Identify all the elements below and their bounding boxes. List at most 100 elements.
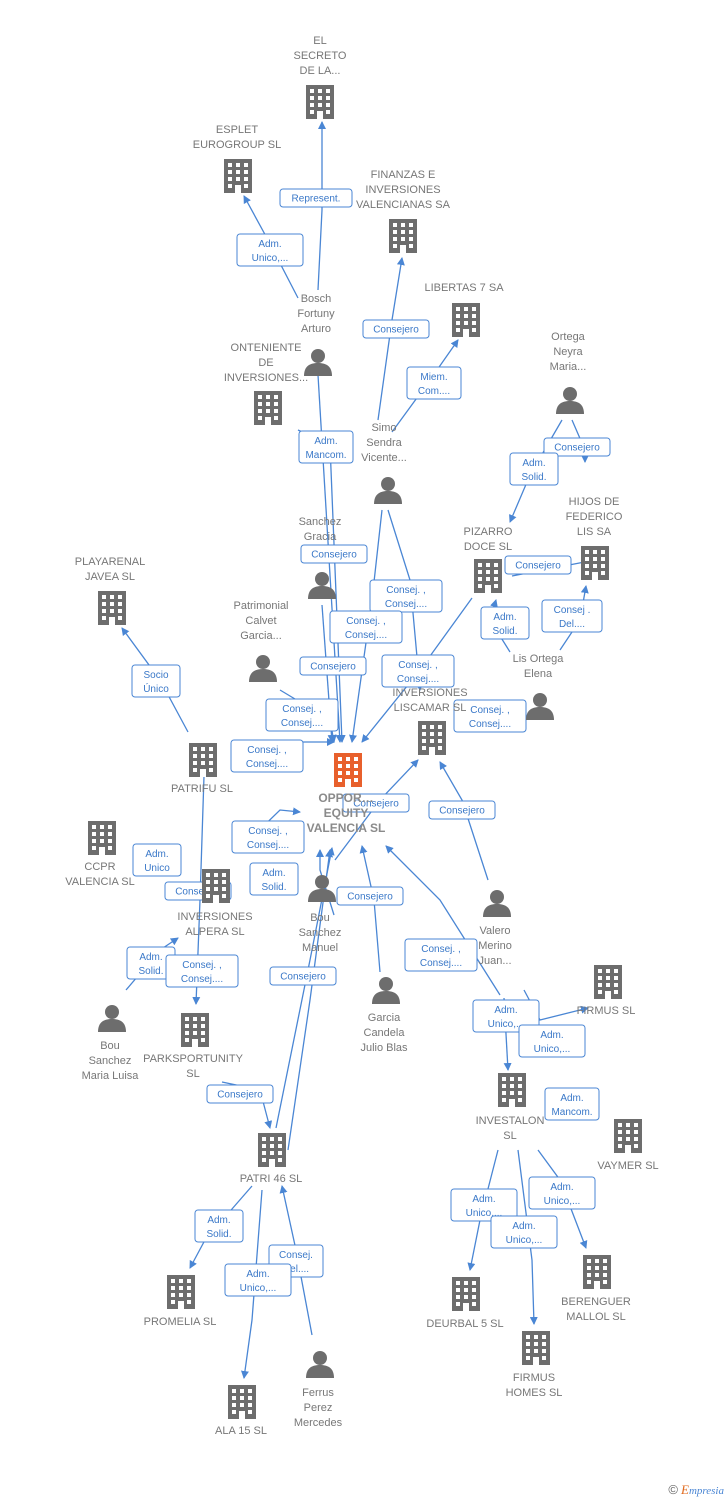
node-label: PROMELIA SL <box>144 1316 217 1328</box>
node-label: Sanchez <box>299 516 342 528</box>
node-patri46[interactable]: PATRI 46 SL <box>240 1133 303 1185</box>
node-patrifu[interactable]: PATRIFU SL <box>171 743 233 795</box>
relation-label-e6: Consejero <box>543 437 611 457</box>
relation-label-text: Consejero <box>347 892 393 903</box>
company-building-icon <box>583 1255 611 1289</box>
node-libertas[interactable]: LIBERTAS 7 SA <box>424 282 504 337</box>
person-icon <box>372 977 400 1004</box>
relation-label-e2: Adm.Unico,... <box>236 233 304 267</box>
relation-label-e16: Consej. ,Consej.... <box>265 698 339 732</box>
node-ontenient[interactable]: ONTENIENTEDEINVERSIONES... <box>224 342 308 425</box>
relation-label-text: Adm. <box>522 458 545 469</box>
node-label: Juan... <box>478 955 511 967</box>
company-building-icon <box>594 965 622 999</box>
node-label: PLAYARENAL <box>75 556 146 568</box>
node-firmus[interactable]: FIRMUS SL <box>577 965 636 1017</box>
relation-label-e20: Consejero <box>342 793 410 813</box>
node-label: VALENCIA SL <box>65 876 135 888</box>
relation-label-text: Adm. <box>493 612 516 623</box>
node-label: EQUITY <box>324 806 369 820</box>
relation-label-box <box>131 664 181 698</box>
node-label: SL <box>186 1068 199 1080</box>
edge-1 <box>317 121 326 291</box>
company-building-icon <box>522 1331 550 1365</box>
main-company-icon <box>334 753 362 787</box>
relation-label-box <box>480 606 530 640</box>
relation-label-box <box>299 656 367 676</box>
relation-label-box <box>509 452 559 486</box>
relation-label-text: Adm. <box>560 1093 583 1104</box>
node-label: DOCE SL <box>464 541 512 553</box>
relation-label-text: Adm. <box>472 1194 495 1205</box>
node-label: Bosch <box>301 293 332 305</box>
node-label: Manuel <box>302 942 338 954</box>
node-ortega[interactable]: OrtegaNeyraMaria... <box>550 331 587 414</box>
relation-label-text: Consejero <box>311 550 357 561</box>
company-building-icon <box>202 869 230 903</box>
node-label: VALENCIANAS SA <box>356 199 451 211</box>
relation-label-e30: Consej. ,Consej.... <box>231 820 305 854</box>
relation-label-text: Unico,... <box>534 1044 571 1055</box>
node-label: INVERSIONES <box>365 184 440 196</box>
node-deurbal[interactable]: DEURBAL 5 SL <box>426 1277 504 1330</box>
company-building-icon <box>498 1073 526 1107</box>
node-valero[interactable]: ValeroMerinoJuan... <box>478 890 512 967</box>
edge-22 <box>385 845 501 996</box>
relation-label-e36: Adm.Solid. <box>194 1209 244 1243</box>
relation-label-box <box>231 820 305 854</box>
node-patrimonial[interactable]: PatrimonialCalvetGarcia... <box>233 600 289 682</box>
node-promelia[interactable]: PROMELIA SL <box>144 1275 217 1328</box>
relation-label-text: Consej. , <box>346 616 385 627</box>
company-building-icon <box>88 821 116 855</box>
relation-label-e24: Adm.Solid. <box>249 862 299 896</box>
relation-label-e3: Consejero <box>362 319 430 339</box>
node-label: ALPERA SL <box>185 926 244 938</box>
relation-label-text: Consejero <box>439 806 485 817</box>
edge-25 <box>359 845 381 973</box>
edge-3 <box>377 257 405 421</box>
relation-label-text: Adm. <box>207 1215 230 1226</box>
node-label: HOMES SL <box>506 1387 563 1399</box>
relation-label-text: Com.... <box>418 386 450 397</box>
node-simo[interactable]: SimoSendraVicente... <box>361 422 407 504</box>
relation-label-e38: Adm.Unico,... <box>224 1263 292 1297</box>
relation-label-text: Consej. , <box>247 745 286 756</box>
node-ala15[interactable]: ALA 15 SL <box>215 1385 267 1437</box>
relation-label-text: Consej.... <box>469 719 511 730</box>
relation-label-box <box>249 862 299 896</box>
relation-label-text: Mancom. <box>551 1107 592 1118</box>
relation-label-e19: Consej. ,Consej.... <box>381 654 455 688</box>
relation-label-box <box>453 699 527 733</box>
node-label: Valero <box>480 925 511 937</box>
relation-label-text: Unico,... <box>252 253 289 264</box>
node-label: Sendra <box>366 437 402 449</box>
relation-label-e13: Consej .Del.... <box>541 599 603 633</box>
node-vaymer[interactable]: VAYMER SL <box>597 1119 659 1172</box>
relation-label-box <box>298 430 354 464</box>
relation-label-box <box>206 1084 274 1104</box>
person-icon <box>556 387 584 414</box>
node-label: Garcia... <box>240 630 282 642</box>
